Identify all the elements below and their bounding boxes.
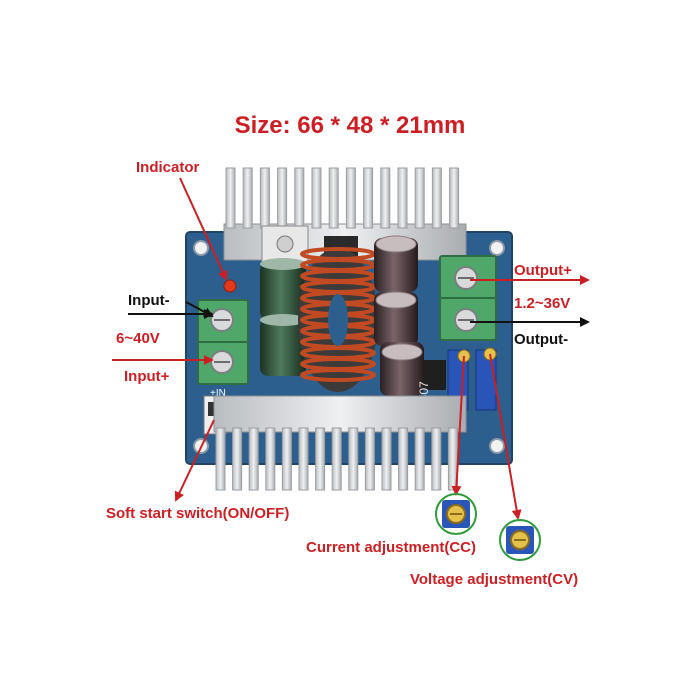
output-voltage-label: 1.2~36V: [514, 295, 571, 312]
potentiometer-icon-current: [435, 493, 477, 535]
indicator-led: [223, 279, 237, 293]
indicator-arrow: [179, 177, 228, 281]
soft-start-arrow: [174, 419, 215, 502]
indicator-label: Indicator: [136, 159, 200, 176]
voltage-adjustment-label: Voltage adjustment(CV): [410, 571, 579, 588]
page-title: Size: 66 * 48 * 21mm: [234, 112, 466, 139]
annotation-arrows: [112, 177, 590, 520]
current-adjustment-label: Current adjustment(CC): [306, 539, 477, 556]
soft-start-label: Soft start switch(ON/OFF): [106, 505, 290, 522]
current-adj-arrow: [451, 355, 465, 496]
output-capacitors: [374, 235, 424, 396]
inductor-coil: [298, 247, 378, 392]
bottom-heatsink: [213, 395, 467, 491]
input-positive-label: Input+: [124, 368, 170, 385]
output-terminal-block: [439, 255, 497, 341]
switch-silkscreen-text: +IN: [210, 388, 226, 399]
input-negative-label: Input-: [128, 292, 170, 309]
input-capacitors: [260, 258, 306, 376]
voltage-adj-arrow: [489, 353, 522, 520]
output-positive-label: Output+: [514, 262, 572, 279]
potentiometer-icon-voltage: [499, 519, 541, 561]
output-negative-label: Output-: [514, 331, 569, 348]
input-voltage-label: 6~40V: [116, 330, 160, 347]
